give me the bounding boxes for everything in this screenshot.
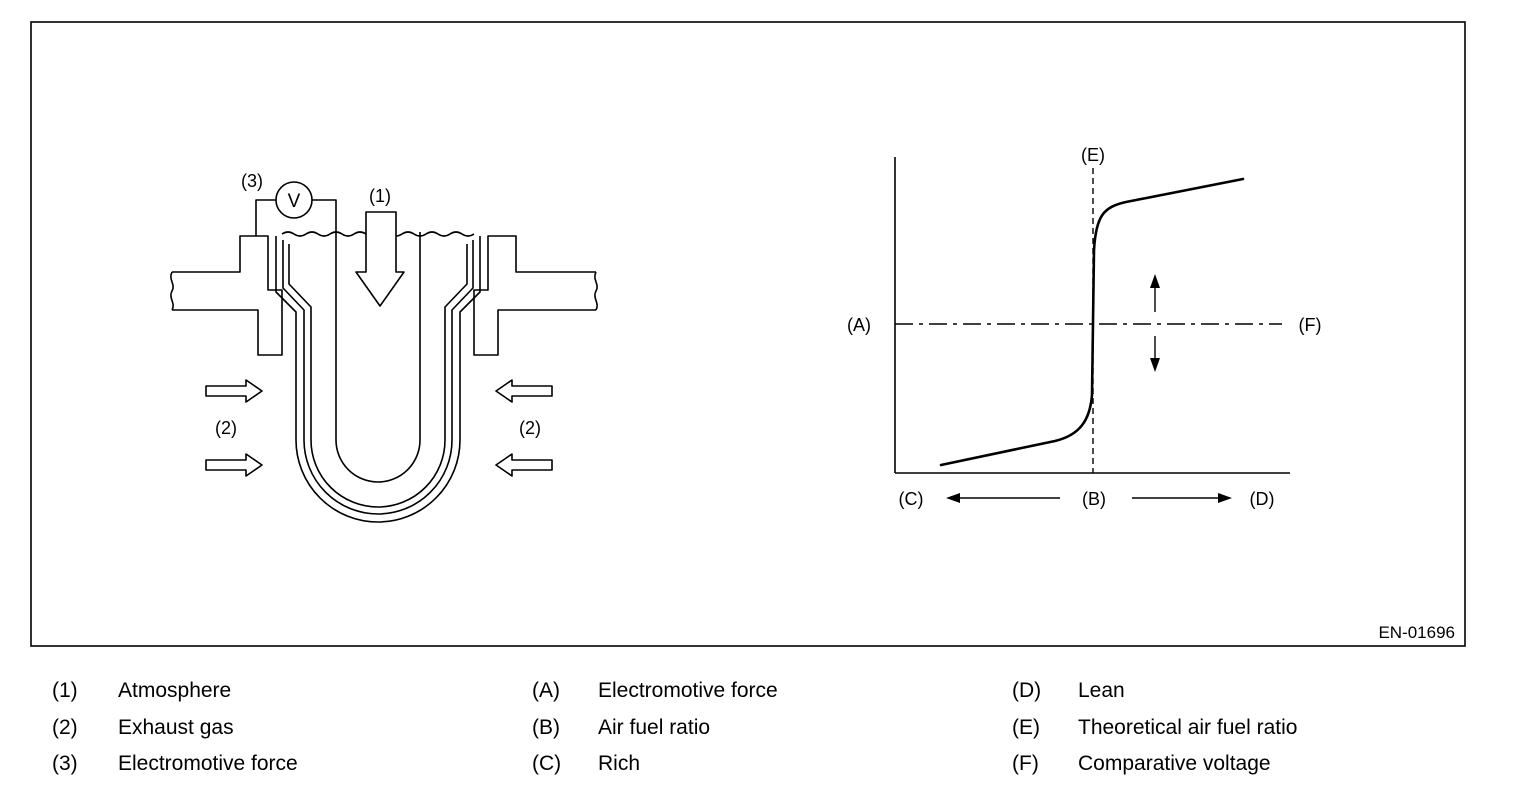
voltmeter-wire <box>255 199 337 236</box>
label-stoich-key: (E) <box>1081 145 1105 165</box>
legend-key: (A) <box>532 679 560 702</box>
voltage-down-arrowhead <box>1150 358 1160 372</box>
legend-text: Rich <box>598 752 641 775</box>
legend: (1) Atmosphere (2) Exhaust gas (3) Elect… <box>0 676 1520 786</box>
lean-arrowhead <box>1218 493 1232 503</box>
legend-key: (3) <box>52 752 78 775</box>
figure-frame: V (3) (1) (2) (2) (E) (A) (F) (C) (B) (D… <box>30 21 1466 647</box>
figure-code: EN-01696 <box>1378 623 1455 642</box>
legend-key: (F) <box>1012 752 1039 775</box>
element-electrode-2 <box>288 244 468 508</box>
element-outer-wall <box>275 236 481 523</box>
sensor-diagram <box>170 181 598 523</box>
exhaust-arrow-left-lower <box>205 453 263 477</box>
label-exhaust-left-key: (2) <box>215 418 237 438</box>
label-y-left-key: (A) <box>847 315 871 335</box>
legend-key: (2) <box>52 715 78 739</box>
voltage-up-arrowhead <box>1150 274 1160 288</box>
pipe-break-right <box>594 271 598 311</box>
pipe-break-left <box>170 271 174 311</box>
legend-text: Atmosphere <box>118 679 232 702</box>
exhaust-arrow-right-lower <box>495 453 553 477</box>
atmosphere-chamber <box>335 232 421 483</box>
voltmeter-circle <box>275 181 313 219</box>
element-electrode-1 <box>282 240 474 515</box>
legend-key: (E) <box>1012 715 1040 739</box>
exhaust-arrow-right-upper <box>495 379 553 403</box>
label-exhaust-right-key: (2) <box>519 418 541 438</box>
label-ref-line-key: (F) <box>1299 315 1322 335</box>
pipe-wall-right <box>473 235 596 356</box>
emf-curve <box>939 177 1245 467</box>
label-x-center-key: (B) <box>1082 489 1106 509</box>
legend-text: Lean <box>1078 679 1125 702</box>
pipe-wall-left <box>172 235 283 356</box>
label-emf-key: (3) <box>241 171 263 191</box>
rich-arrowhead <box>946 493 960 503</box>
legend-key: (B) <box>532 715 560 739</box>
exhaust-arrow-left-upper <box>205 379 263 403</box>
legend-text: Theoretical air fuel ratio <box>1078 715 1298 739</box>
label-atmosphere-key: (1) <box>369 186 391 206</box>
atmosphere-arrow <box>355 211 405 307</box>
label-x-right-key: (D) <box>1250 489 1275 509</box>
legend-text: Electromotive force <box>598 679 778 702</box>
voltmeter-symbol: V <box>288 191 301 212</box>
output-graph <box>894 157 1290 499</box>
legend-key: (C) <box>532 752 562 775</box>
legend-text: Comparative voltage <box>1078 752 1271 775</box>
legend-text: Electromotive force <box>118 752 298 775</box>
graph-arrowheads <box>946 274 1232 503</box>
legend-key: (1) <box>52 679 78 702</box>
legend-text: Exhaust gas <box>118 715 234 739</box>
legend-text: Air fuel ratio <box>598 715 711 739</box>
figure-border <box>30 21 1466 647</box>
legend-key: (D) <box>1012 679 1042 702</box>
label-x-left-key: (C) <box>899 489 924 509</box>
